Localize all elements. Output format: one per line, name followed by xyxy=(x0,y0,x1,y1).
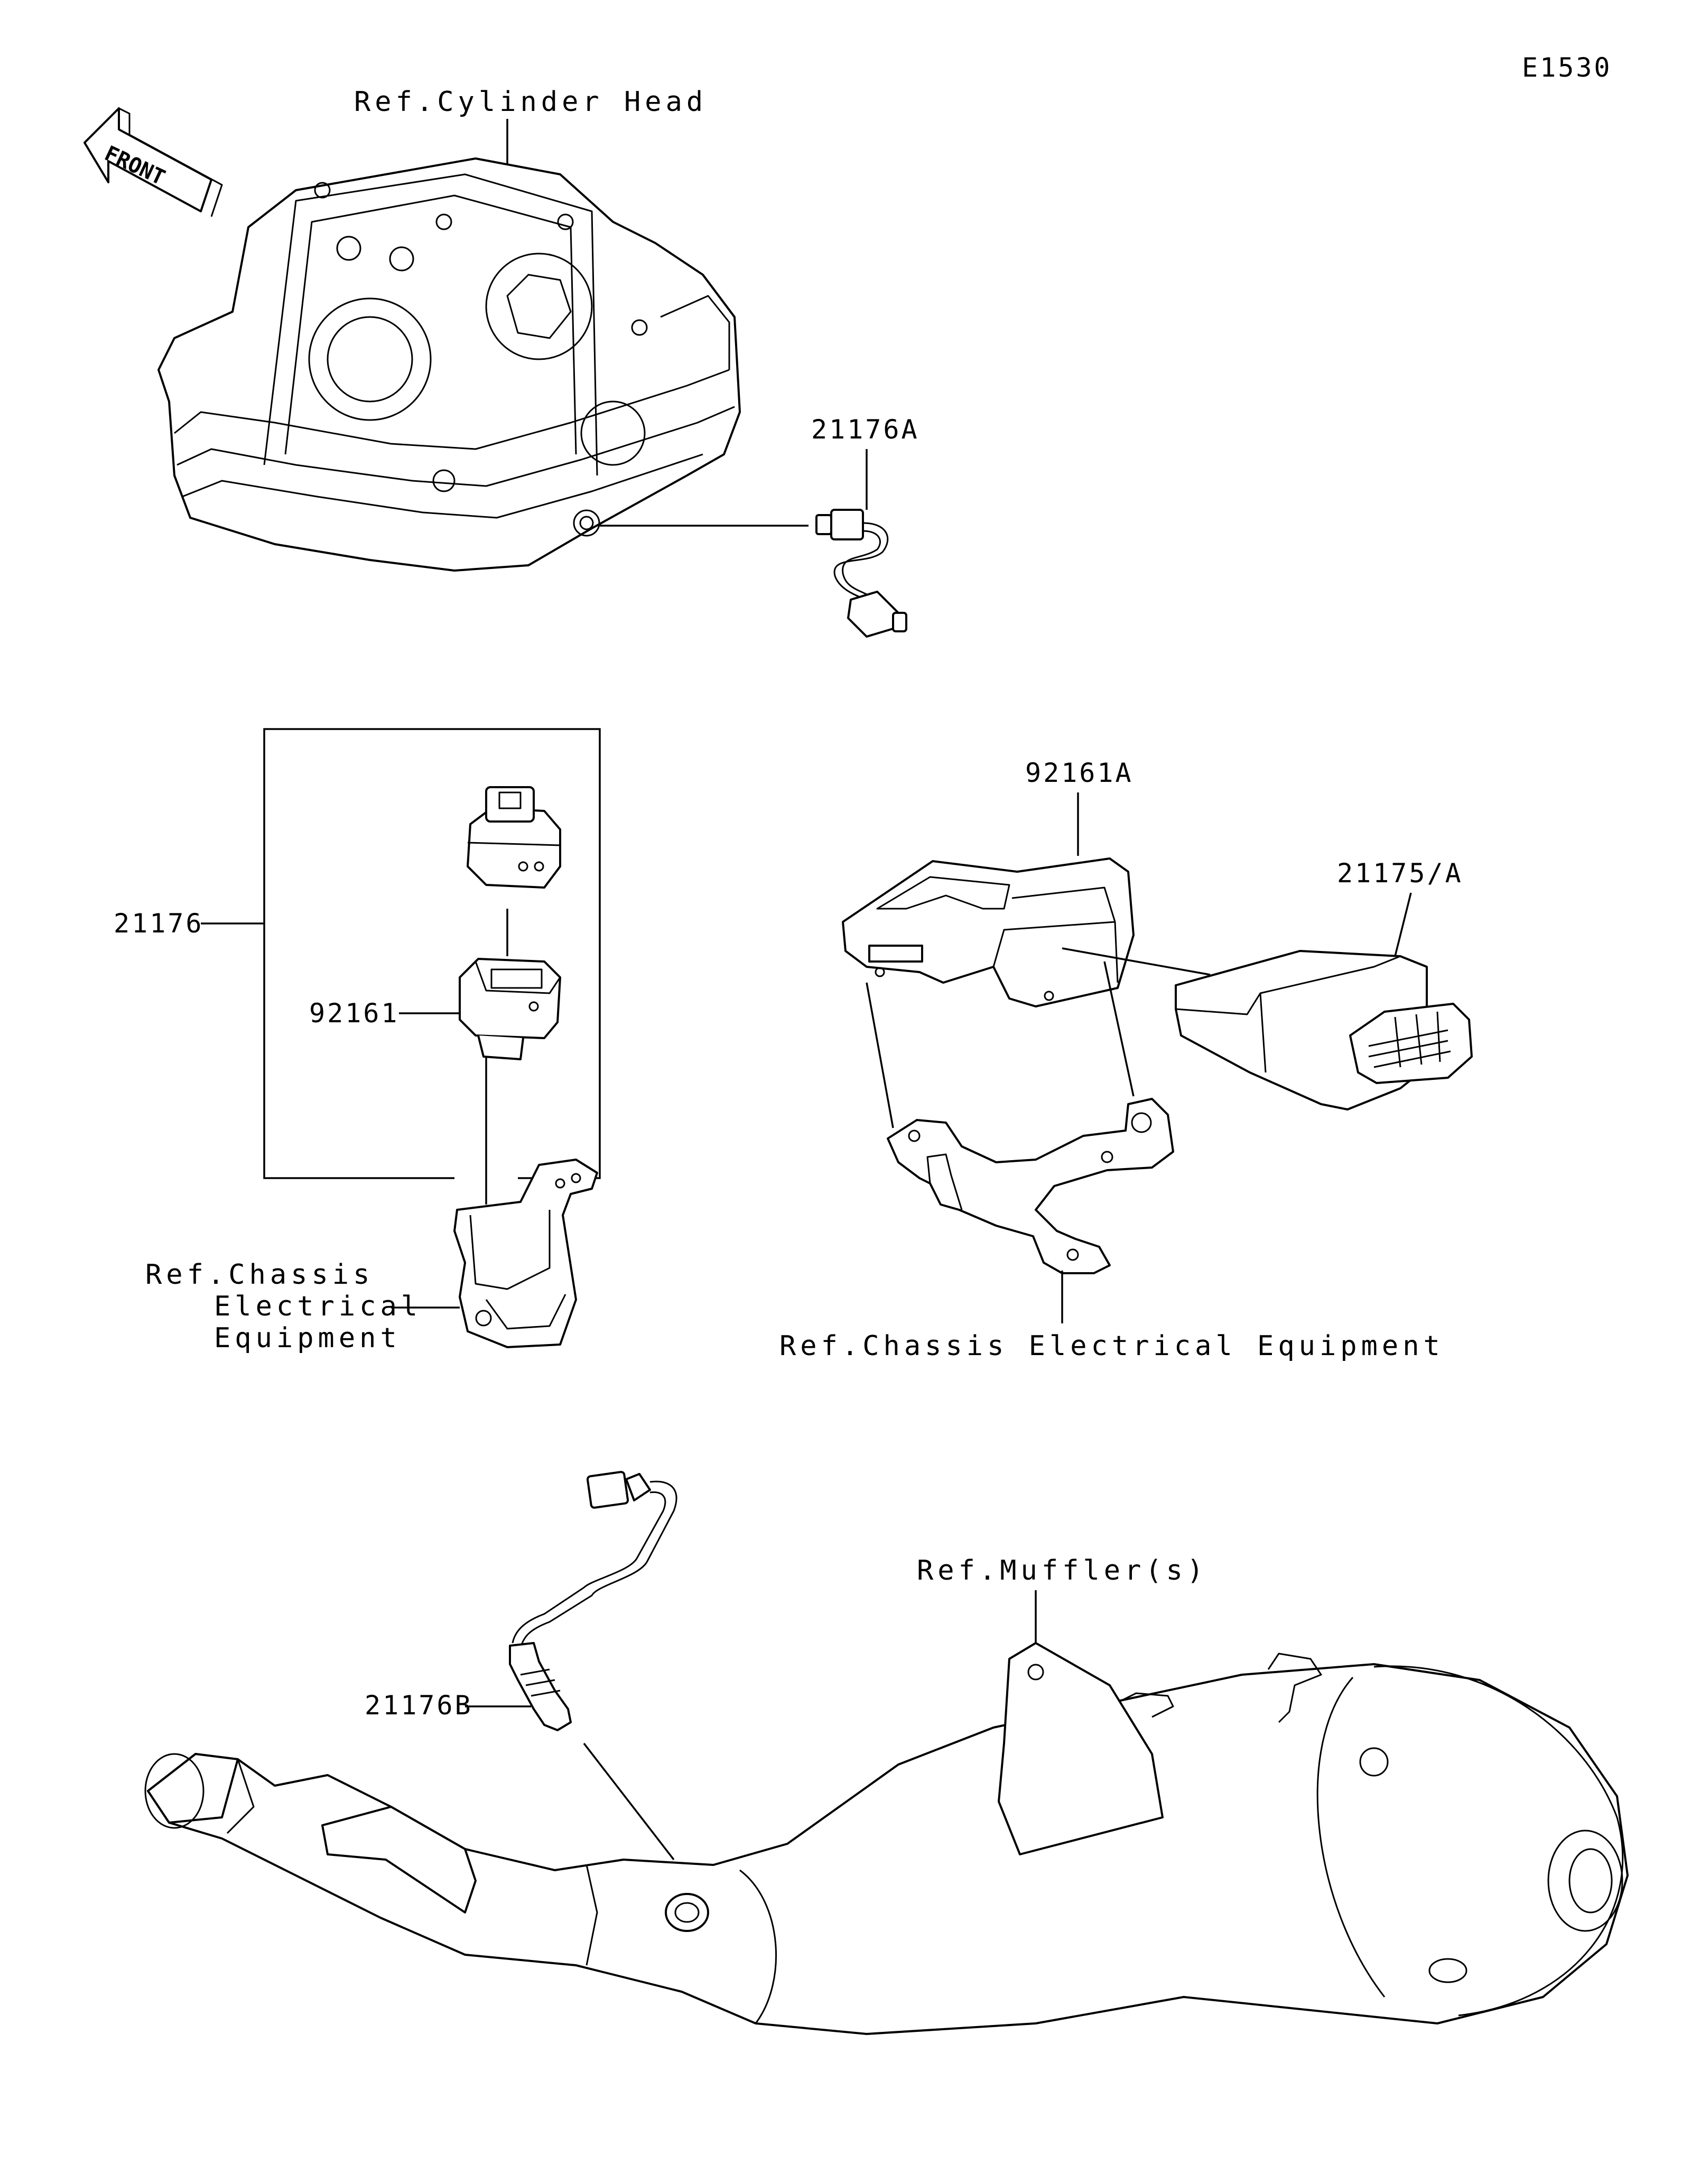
part-label-21176: 21176 xyxy=(114,908,204,939)
ref-chassis-left-line3: Equipment xyxy=(214,1322,401,1354)
ref-muffler-label: Ref.Muffler(s) xyxy=(917,1555,1207,1586)
ref-chassis-left-line2: Electrical xyxy=(214,1291,422,1322)
part-label-21175A: 21175/A xyxy=(1337,858,1463,889)
part-label-92161: 92161 xyxy=(309,998,399,1029)
ecu-21175A xyxy=(1175,950,1473,1110)
ref-cylinder-head-label: Ref.Cylinder Head xyxy=(354,86,707,118)
holder-92161 xyxy=(459,958,561,1060)
bracket-left xyxy=(453,1159,598,1348)
part-label-21176A: 21176A xyxy=(811,414,919,445)
diagram-code: E1530 xyxy=(1522,52,1612,83)
connector-21176 xyxy=(467,786,561,889)
part-label-92161A: 92161A xyxy=(1025,758,1133,788)
ref-chassis-right-label: Ref.Chassis Electrical Equipment xyxy=(779,1330,1444,1362)
cylinder-head xyxy=(157,157,741,572)
muffler xyxy=(144,1642,1629,2035)
bracket-right xyxy=(866,961,1174,1274)
ref-chassis-left-line1: Ref.Chassis xyxy=(145,1259,374,1291)
connector-group-box xyxy=(263,728,601,1179)
sensor-21176B xyxy=(509,1471,677,1731)
part-label-21176B: 21176B xyxy=(365,1690,473,1721)
front-arrow-icon: FRONT xyxy=(83,107,223,217)
sensor-21176A xyxy=(815,509,907,638)
ecu-holder-92161A xyxy=(842,857,1135,1007)
